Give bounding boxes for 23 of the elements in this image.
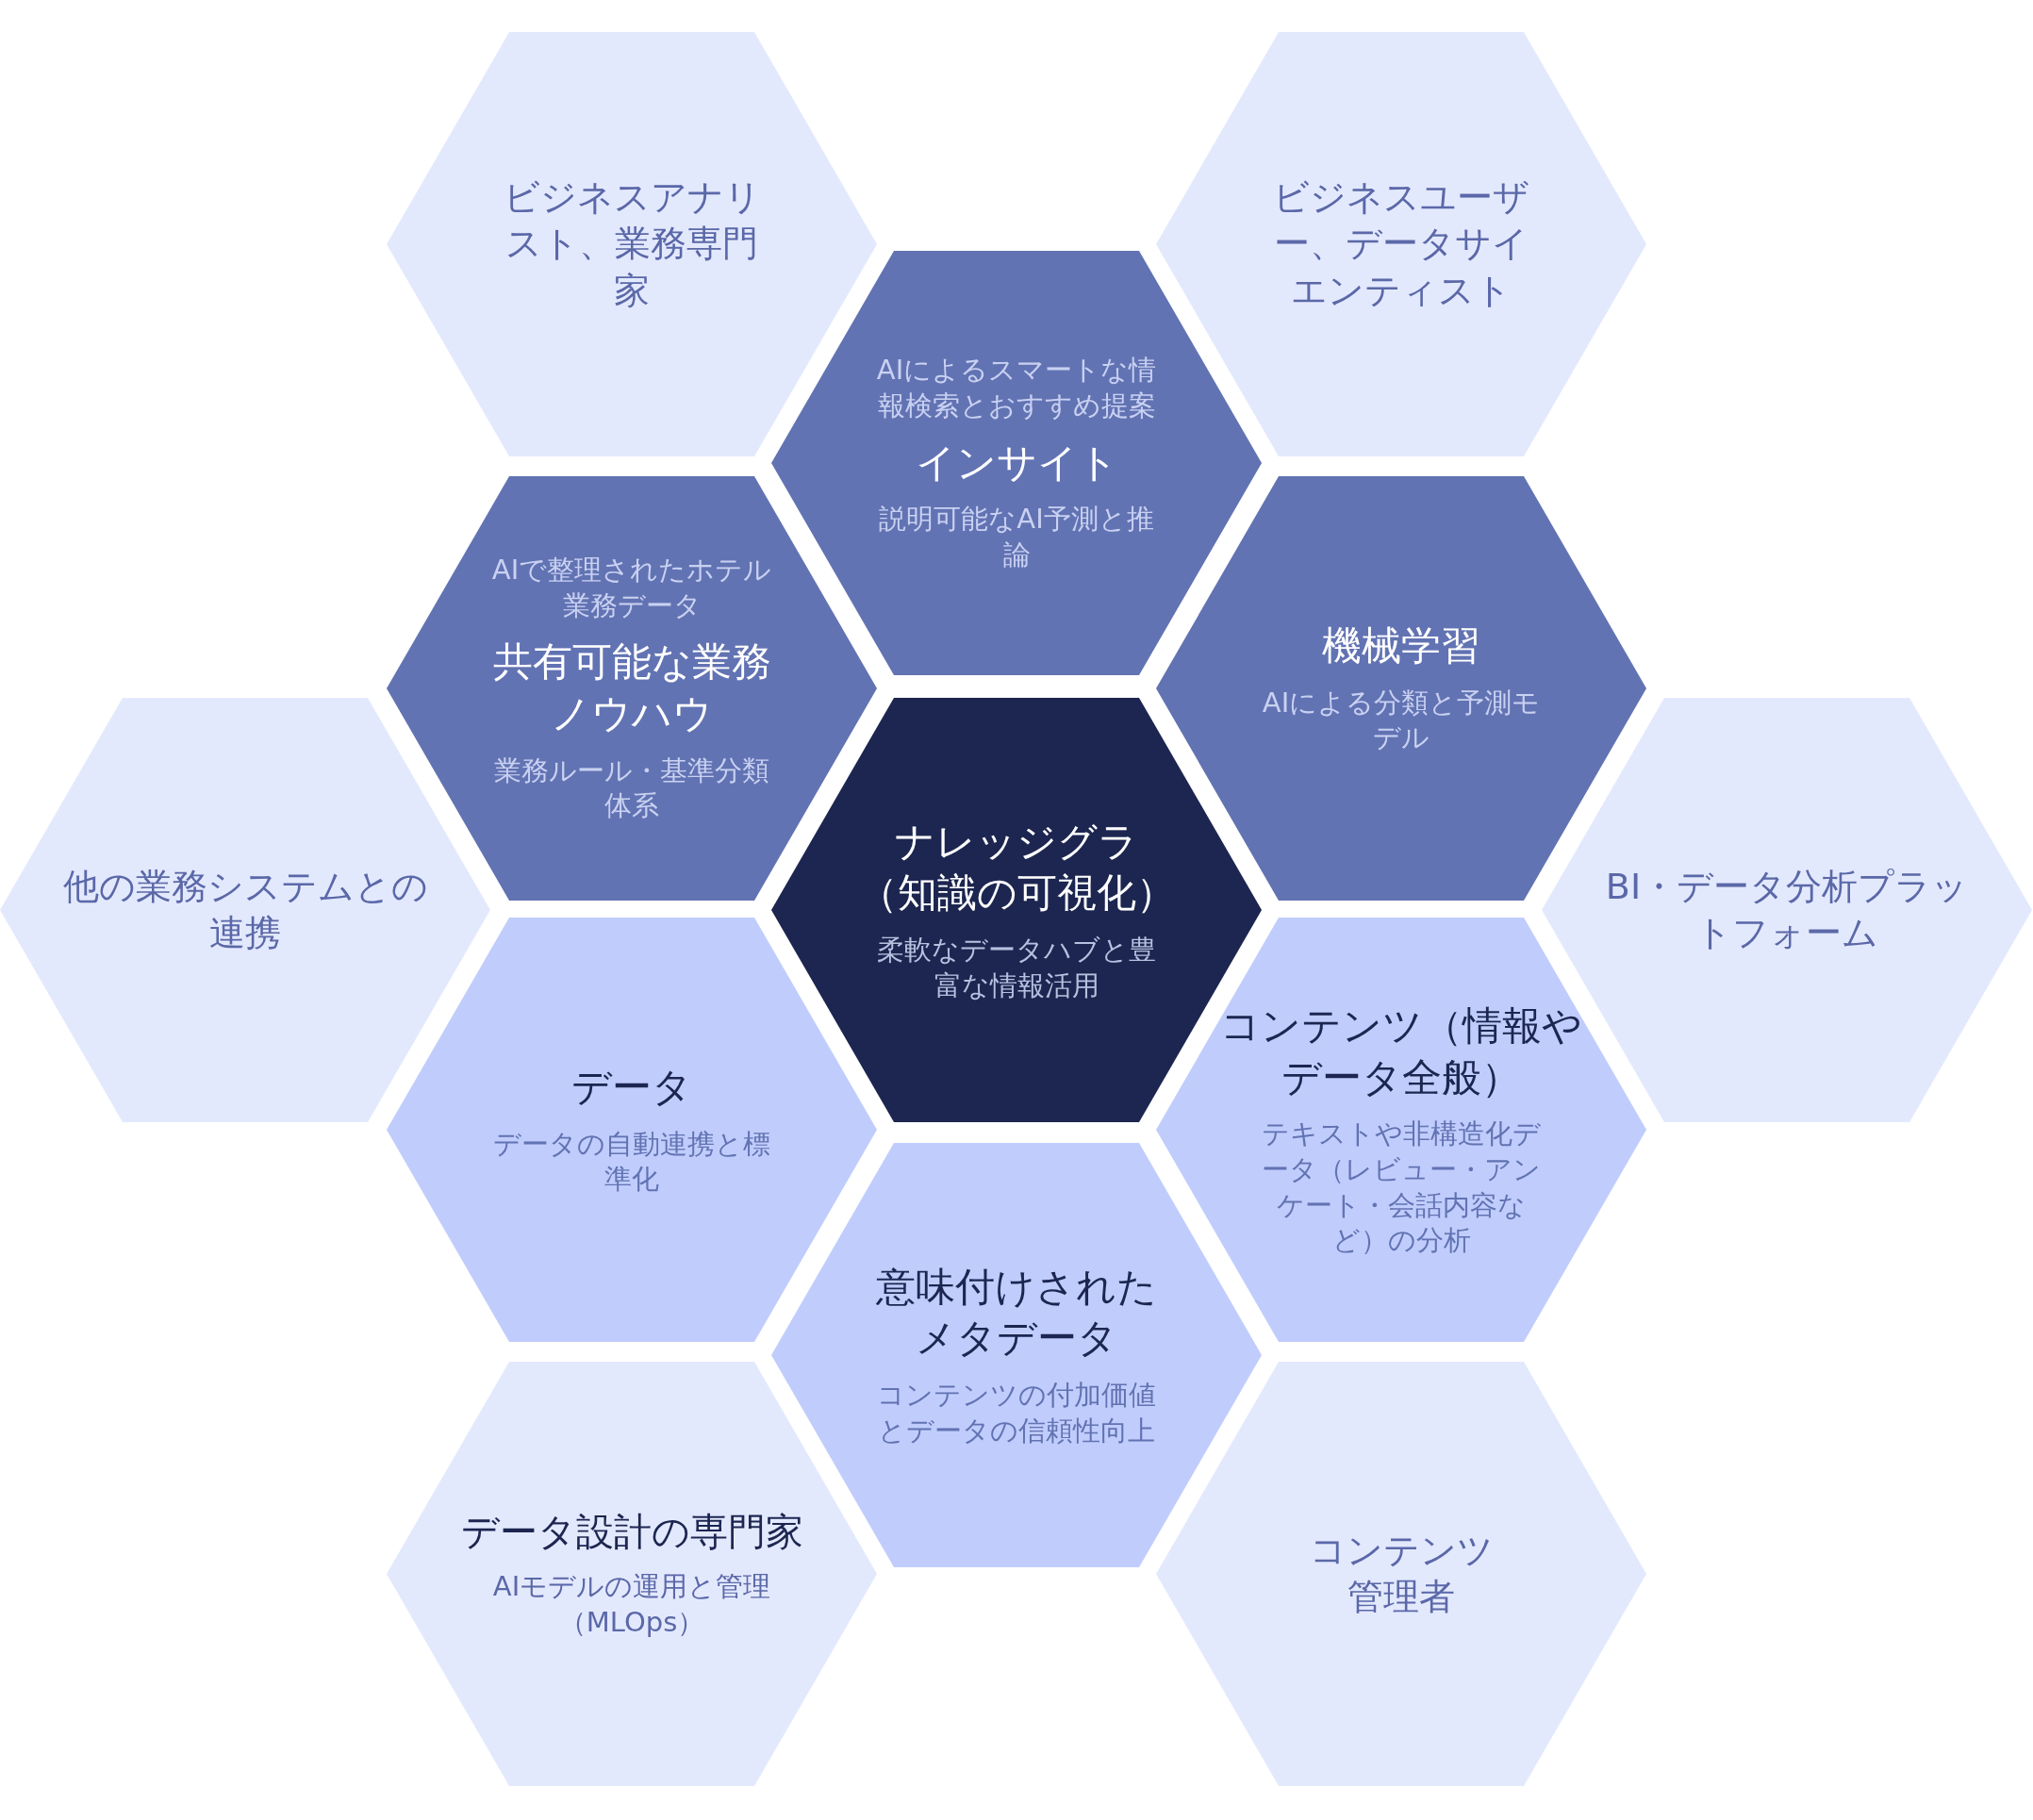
tile-title: データ — [571, 1063, 692, 1112]
tile-title: コンテンツ管理者 — [1308, 1528, 1495, 1619]
tile-title: インサイト — [915, 438, 1118, 488]
tile-description: AIによる分類と予測モデル — [1261, 685, 1542, 756]
tile-description: データの自動連携と標準化 — [492, 1126, 771, 1198]
tile-description: AIモデルの運用と管理（MLOps） — [491, 1569, 772, 1640]
tile-title: データ設計の専門家 — [460, 1509, 803, 1556]
tile-title: コンテンツ（情報やデータ全般） — [1219, 1001, 1583, 1102]
tile-title: BI・データ分析プラットフォーム — [1604, 864, 1970, 955]
tile-title: ビジネスアナリスト、業務専門家 — [502, 174, 762, 313]
tile-description: コンテンツの付加価値とデータの信頼性向上 — [876, 1377, 1157, 1448]
tile-description: 業務ルール・基準分類体系 — [493, 753, 770, 824]
tile-title: ビジネスユーザー、データサイエンティスト — [1272, 174, 1530, 313]
tile-description: 柔軟なデータハブと豊富な情報活用 — [876, 932, 1157, 1003]
tile-title: 機械学習 — [1322, 621, 1480, 670]
tile-title: 共有可能な業務ノウハウ — [491, 637, 772, 738]
tile-description: AIで整理されたホテル業務データ — [490, 553, 773, 623]
tile-description: テキストや非構造化データ（レビュー・アンケート・会話内容など）の分析 — [1261, 1117, 1542, 1259]
tile-description: AIによるスマートな情報検索とおすすめ提案 — [875, 353, 1158, 423]
tile-title: 意味付けされたメタデータ — [875, 1262, 1158, 1364]
tile-title: ナレッジグラ（知識の可視化） — [856, 817, 1177, 918]
tile-title: 他の業務システムとの連携 — [61, 864, 429, 955]
tile-description: 説明可能なAI予測と推論 — [878, 502, 1155, 572]
